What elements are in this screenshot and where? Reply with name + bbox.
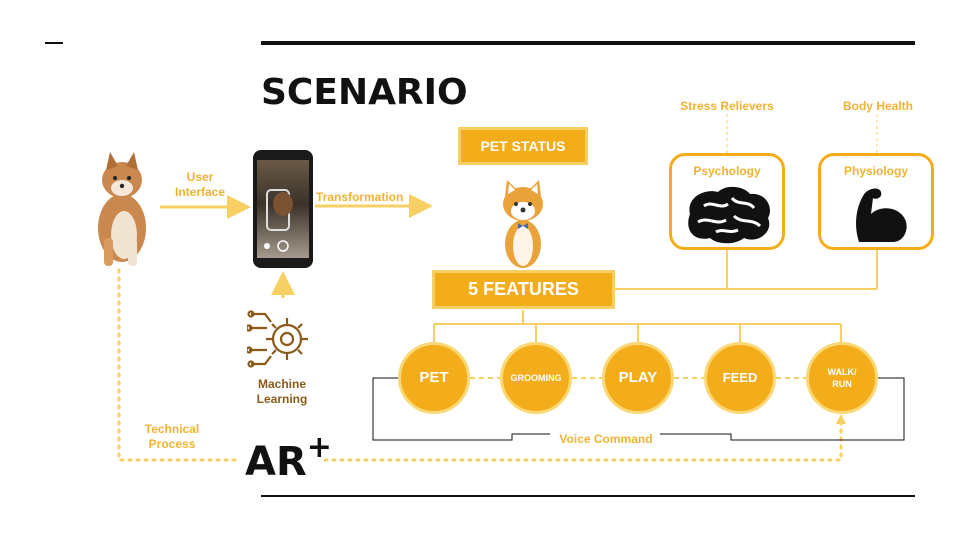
bottom-rule: [261, 495, 915, 497]
dotted-technical-path: [117, 268, 242, 462]
phone-screen: [257, 160, 309, 258]
pet-status-box: PET STATUS: [458, 127, 588, 165]
top-rule: [261, 41, 915, 45]
shiba-photo-icon: [98, 152, 146, 266]
psychology-card: Psychology: [669, 153, 785, 250]
feature-walk-run: WALK/ RUN: [806, 342, 878, 414]
ar-logo: AR+: [245, 430, 332, 488]
psychology-title: Psychology: [693, 164, 761, 178]
dotted-ar-walk-path: [323, 418, 843, 462]
ar-logo-text: AR: [245, 439, 307, 485]
stress-relievers-label: Stress Relievers: [680, 99, 774, 113]
machine-learning-icon: [247, 310, 308, 368]
technical-process-label: Technical Process: [144, 422, 200, 451]
feature-grooming: GROOMING: [500, 342, 572, 414]
transformation-label: Transformation: [316, 190, 404, 204]
machine-learning-label: Machine Learning: [256, 377, 308, 406]
physiology-title: Physiology: [843, 164, 908, 178]
feature-feed: FEED: [704, 342, 776, 414]
feature-pet: PET: [398, 342, 470, 414]
corner-dash: [45, 42, 63, 44]
slide-title: SCENARIO: [261, 72, 468, 113]
feature-play: PLAY: [602, 342, 674, 414]
user-interface-label: User Interface: [174, 170, 226, 199]
physiology-card: Physiology: [818, 153, 934, 250]
muscle-arm-icon: [856, 188, 907, 242]
voice-command-bracket: [372, 377, 550, 441]
five-features-box: 5 FEATURES: [432, 270, 615, 309]
ar-logo-plus: +: [306, 430, 332, 465]
body-health-label: Body Health: [842, 99, 913, 113]
voice-command-label: Voice Command: [559, 432, 653, 446]
phone-mockup: [253, 150, 313, 268]
cartoon-shiba-icon: [503, 180, 543, 268]
brain-icon: [688, 186, 770, 244]
